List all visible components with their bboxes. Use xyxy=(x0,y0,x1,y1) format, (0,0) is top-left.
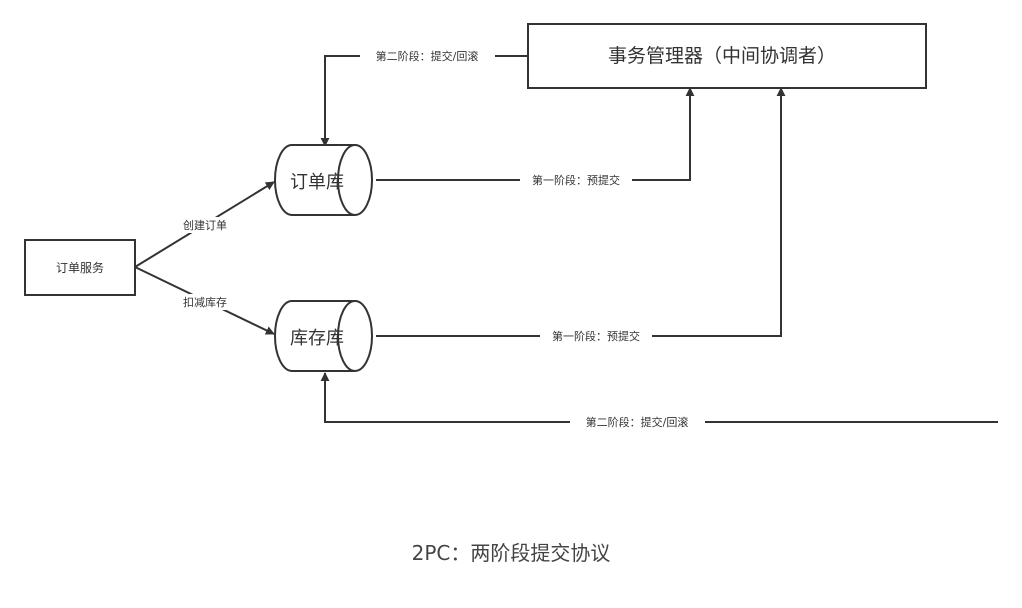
coordinator-box xyxy=(527,23,927,89)
order-service-label: 订单服务 xyxy=(56,260,104,275)
label-deduct-inventory: 扣减库存 xyxy=(183,295,227,309)
order-db-label: 订单库 xyxy=(290,172,344,193)
bottom-line-to-inventory-db-arrow xyxy=(320,372,998,423)
order-db-to-coordinator-arrow xyxy=(376,87,695,181)
inventory-db-cylinder xyxy=(274,300,373,372)
inventory-db-label: 库存库 xyxy=(290,328,344,349)
order-db-cylinder xyxy=(274,144,373,216)
label-phase1-inventory: 第一阶段：预提交 xyxy=(552,329,640,343)
label-phase2-bottom: 第二阶段：提交/回滚 xyxy=(586,415,689,429)
coordinator-label: 事务管理器（中间协调者） xyxy=(608,45,836,67)
label-create-order: 创建订单 xyxy=(183,218,227,232)
order-service-box xyxy=(24,239,136,296)
coordinator-to-order-db-arrow xyxy=(320,55,528,147)
label-phase1-order: 第一阶段：预提交 xyxy=(532,173,620,187)
inventory-db-to-coordinator-arrow xyxy=(376,87,786,337)
diagram-caption: 2PC：两阶段提交协议 xyxy=(411,541,611,565)
label-phase2-top: 第二阶段：提交/回滚 xyxy=(376,49,479,63)
